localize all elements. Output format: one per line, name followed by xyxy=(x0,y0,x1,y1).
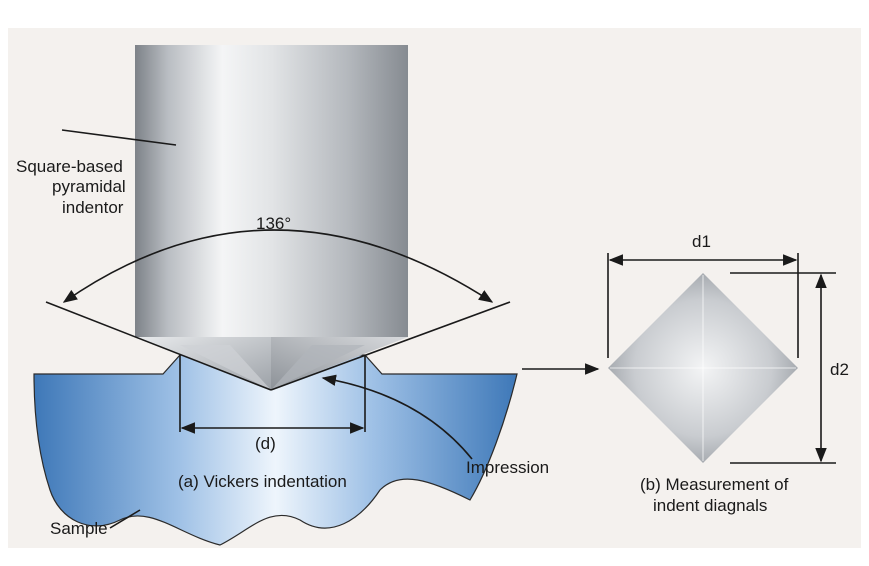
sample-label: Sample xyxy=(50,519,108,538)
sample-block xyxy=(33,354,518,546)
indentor-label-line1: Square-based xyxy=(16,157,123,176)
angle-line-right xyxy=(270,301,511,391)
angle-line-left xyxy=(45,301,272,391)
angle-arc xyxy=(62,229,494,303)
caption-b-line2: indent diagnals xyxy=(653,496,767,515)
width-label: (d) xyxy=(255,434,276,453)
angle-label: 136° xyxy=(256,214,291,233)
d2-label: d2 xyxy=(830,360,849,379)
impression-label: Impression xyxy=(466,458,549,477)
indentor-leader-line xyxy=(61,129,177,146)
indentor-tip-shade-2 xyxy=(271,345,365,390)
caption-a: (a) Vickers indentation xyxy=(178,472,347,491)
indentor-tip-shade xyxy=(180,345,271,390)
indentor-label-line3: indentor xyxy=(62,198,124,217)
indentor-label-line2: pyramidal xyxy=(52,177,126,196)
caption-b-line1: (b) Measurement of xyxy=(640,475,789,494)
indentor-cylinder xyxy=(135,45,408,337)
sample-leader-line xyxy=(109,509,141,529)
impression-arrow xyxy=(321,374,473,460)
d1-label: d1 xyxy=(692,232,711,251)
